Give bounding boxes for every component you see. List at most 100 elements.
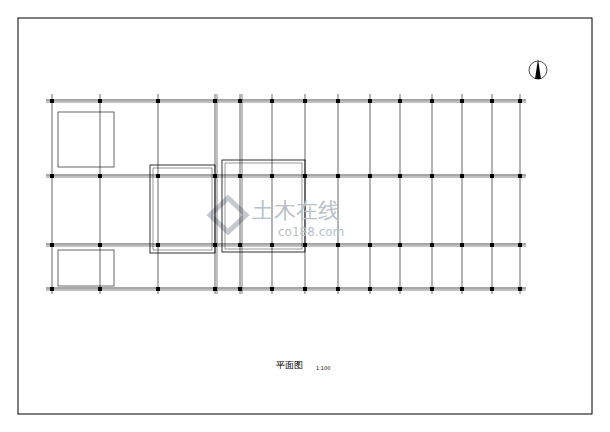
plan-line	[46, 288, 526, 289]
plan-line	[314, 262, 330, 263]
plan-line	[509, 257, 525, 258]
plan-line	[272, 294, 273, 312]
column-symbol	[336, 287, 340, 291]
plan-line	[52, 294, 53, 312]
column-symbol	[336, 99, 340, 103]
column-symbol	[156, 287, 160, 291]
column-symbol	[50, 287, 54, 291]
column-symbol	[270, 287, 274, 291]
column-symbol	[398, 287, 402, 291]
plan-line	[217, 94, 218, 294]
stair-outline	[58, 112, 114, 167]
column-symbol	[368, 287, 372, 291]
stair-outline	[58, 250, 114, 286]
plan-line	[294, 152, 310, 153]
plan-line	[240, 86, 241, 94]
plan-line	[158, 294, 159, 312]
plan-line	[72, 116, 110, 117]
plan-line	[32, 288, 40, 289]
plan-line	[46, 175, 526, 176]
plan-line	[32, 175, 40, 176]
plan-line	[72, 124, 110, 125]
plan-line	[300, 262, 314, 270]
column-symbol	[460, 174, 464, 178]
plan-line	[492, 94, 493, 294]
plan-line	[100, 294, 101, 312]
plan-line	[46, 244, 526, 245]
plan-line	[158, 94, 159, 294]
column-symbol	[238, 174, 242, 178]
column-symbol	[238, 287, 242, 291]
plan-line	[200, 112, 214, 120]
plan-line	[254, 272, 270, 273]
plan-line	[72, 164, 110, 165]
column-symbol	[518, 99, 522, 103]
plan-line	[400, 86, 401, 94]
watermark-text: 土木在线	[252, 200, 340, 222]
column-symbol	[460, 99, 464, 103]
plan-line	[272, 94, 273, 294]
column-symbol	[490, 174, 494, 178]
room-outline	[150, 165, 215, 253]
column-symbol	[430, 99, 434, 103]
plan-line	[72, 266, 110, 267]
plan-line	[72, 270, 110, 271]
plan-line	[235, 316, 236, 328]
plan-line	[242, 94, 243, 294]
plan-line	[72, 128, 110, 129]
plan-line	[520, 86, 521, 94]
column-symbol	[368, 99, 372, 103]
column-symbol	[398, 99, 402, 103]
drawing-scale: 1:100	[316, 366, 330, 371]
plan-line	[462, 294, 463, 312]
plan-line	[338, 94, 339, 294]
plan-line	[305, 86, 306, 94]
plan-line	[99, 247, 115, 248]
column-symbol	[430, 174, 434, 178]
column-symbol	[336, 174, 340, 178]
plan-line	[100, 94, 101, 294]
plan-line	[240, 94, 241, 294]
column-symbol	[368, 174, 372, 178]
plan-line	[338, 86, 339, 94]
plan-line	[72, 156, 110, 157]
column-symbol	[270, 99, 274, 103]
plan-line	[432, 86, 433, 94]
plan-line	[432, 94, 433, 294]
column-symbol	[238, 243, 242, 247]
plan-line	[495, 257, 509, 265]
column-symbol	[460, 287, 464, 291]
plan-line	[72, 282, 110, 283]
plan-line	[52, 86, 53, 94]
column-symbol	[430, 243, 434, 247]
column-symbol	[518, 243, 522, 247]
plan-line	[100, 86, 101, 94]
plan-line	[370, 94, 371, 294]
north-arrow	[535, 59, 541, 79]
plan-line	[72, 262, 110, 263]
plan-line	[46, 100, 526, 101]
plan-line	[72, 132, 110, 133]
plan-line	[370, 294, 371, 312]
plan-line	[370, 86, 371, 94]
column-symbol	[50, 99, 54, 103]
plan-line	[46, 290, 526, 291]
plan-line	[462, 86, 463, 94]
column-symbol	[156, 243, 160, 247]
column-symbol	[156, 174, 160, 178]
column-symbol	[490, 287, 494, 291]
plan-line	[32, 244, 40, 245]
plan-line	[46, 102, 526, 103]
plan-line	[32, 100, 40, 101]
column-symbol	[490, 99, 494, 103]
column-symbol	[518, 287, 522, 291]
column-symbol	[336, 243, 340, 247]
column-symbol	[460, 243, 464, 247]
plan-line	[280, 152, 294, 160]
plan-line	[52, 94, 53, 294]
plan-line	[264, 102, 280, 103]
plan-line	[72, 152, 110, 153]
plan-line	[272, 86, 273, 94]
column-symbol	[303, 99, 307, 103]
column-symbol	[213, 99, 217, 103]
